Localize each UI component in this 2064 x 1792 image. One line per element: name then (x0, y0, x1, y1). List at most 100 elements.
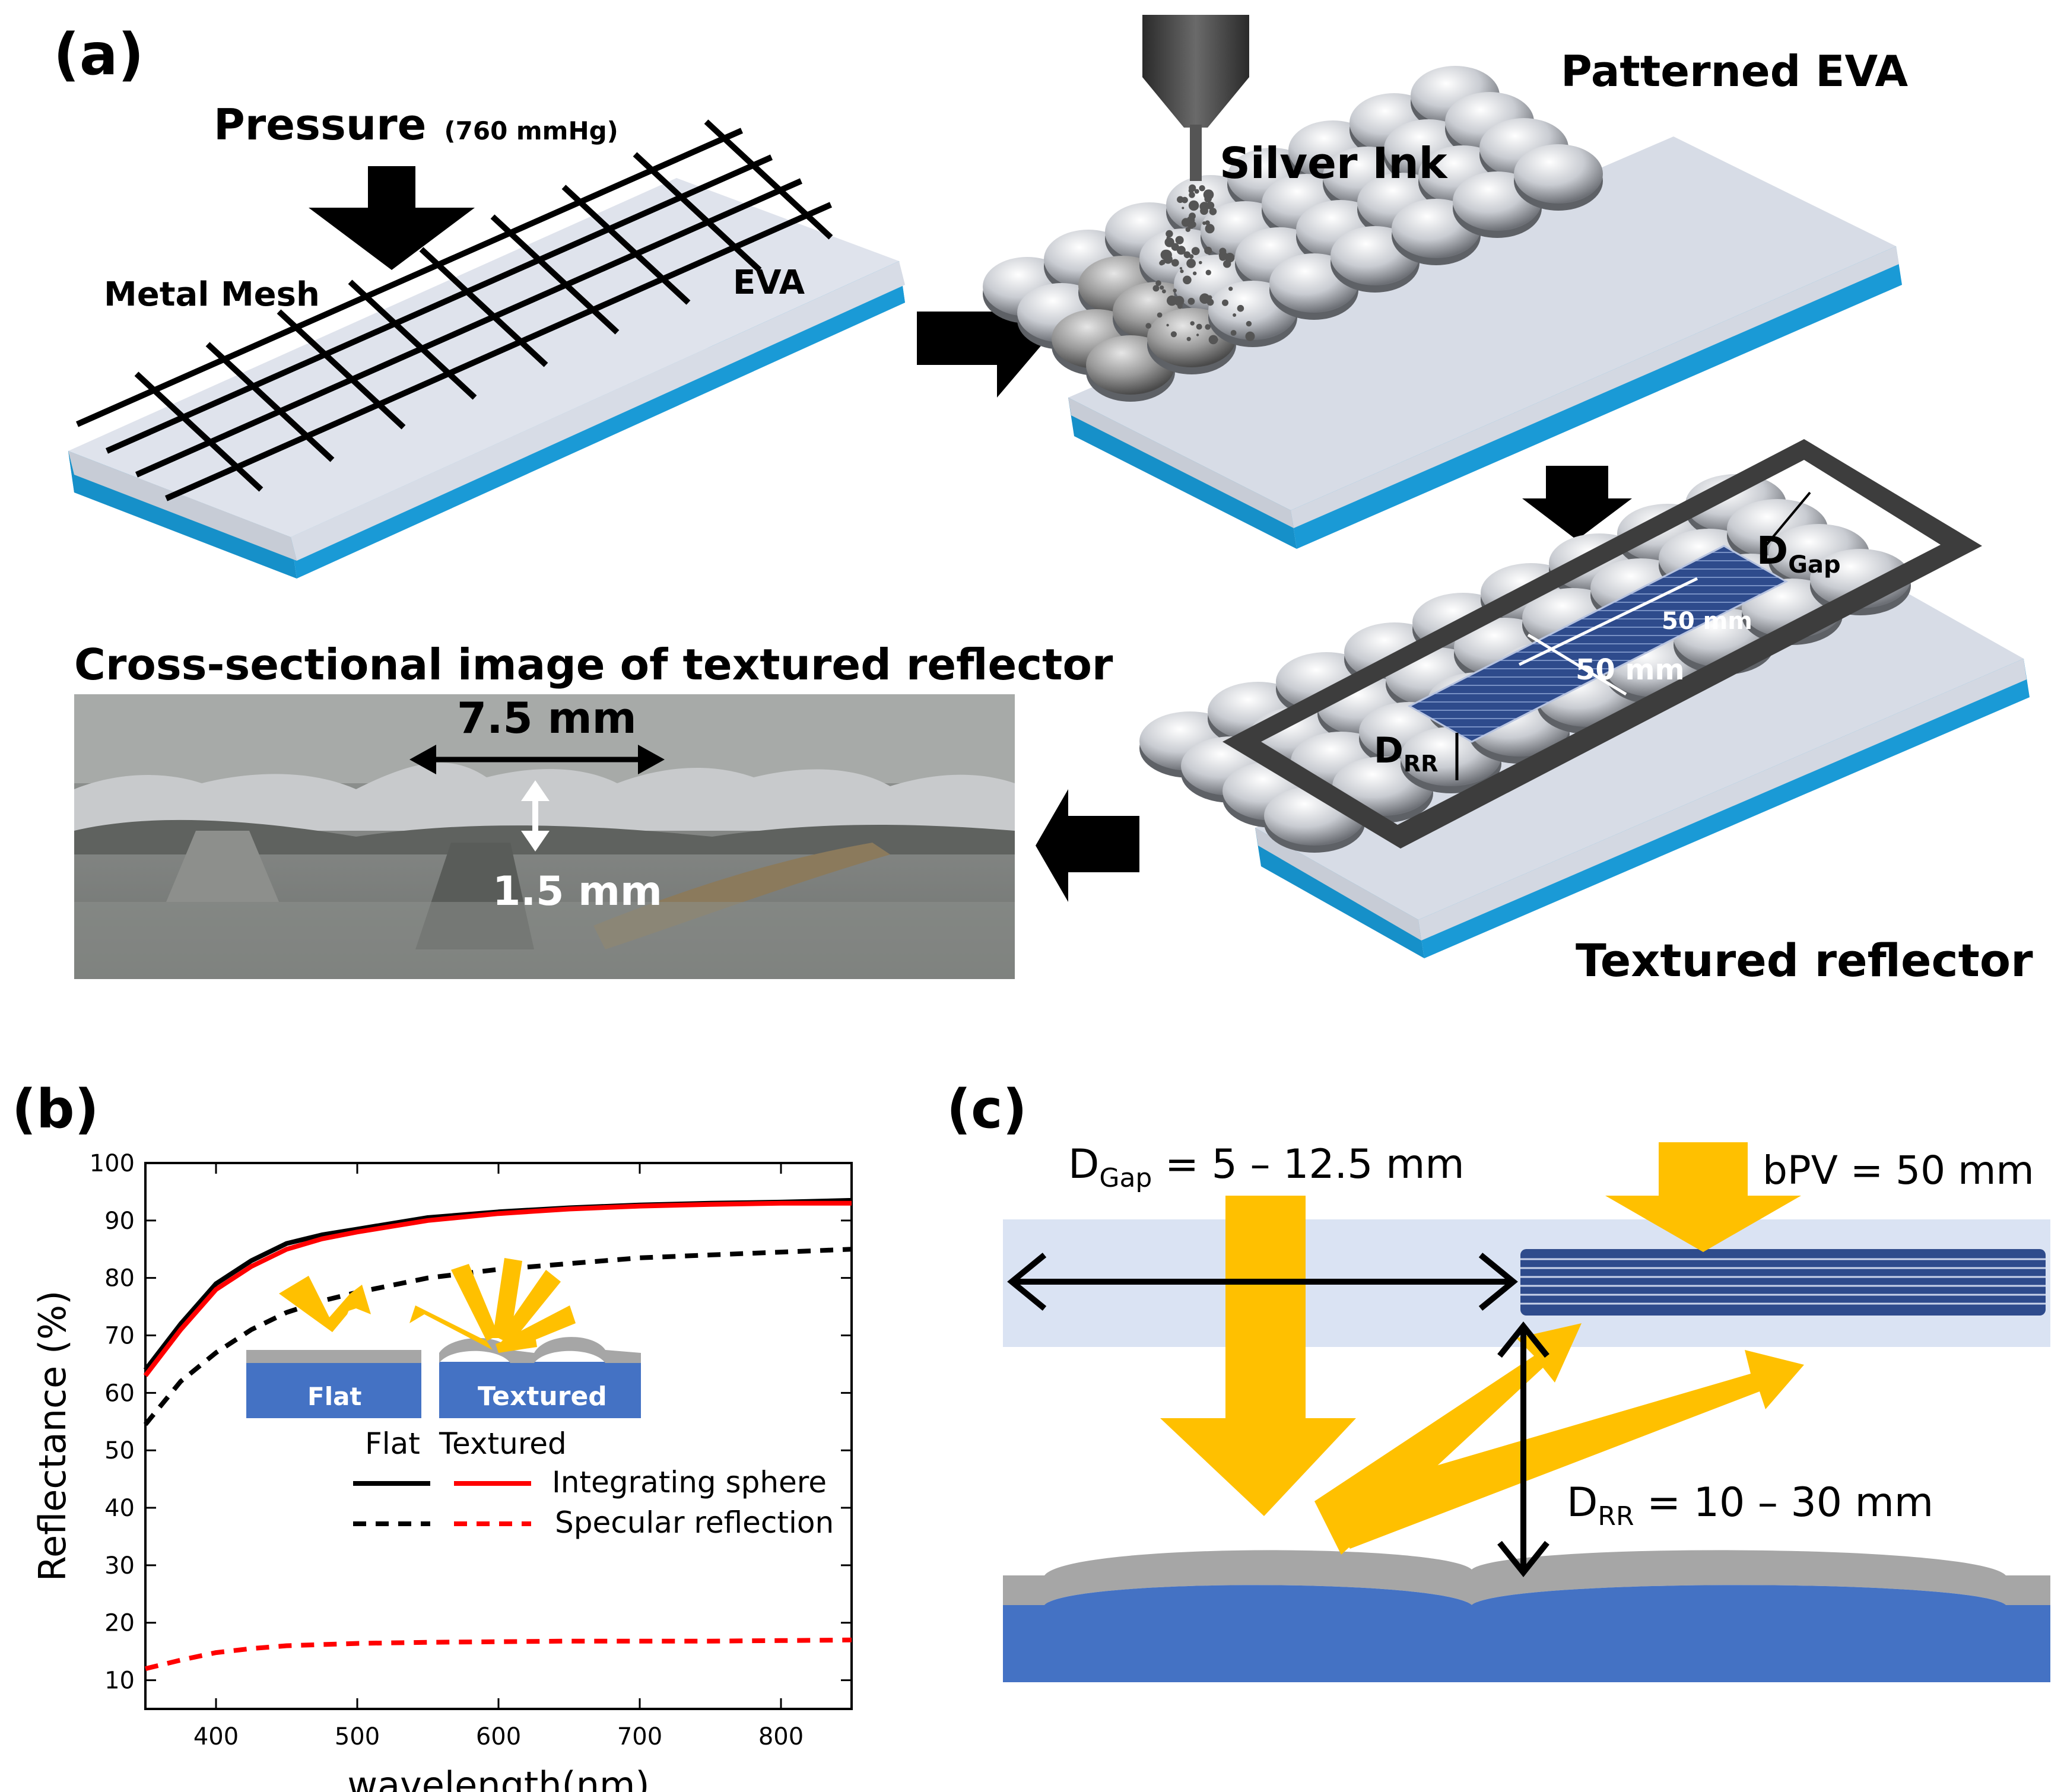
ink-droplet (1152, 285, 1160, 292)
ink-droplet (1167, 296, 1177, 306)
legend-flat: Flat (365, 1426, 420, 1461)
panel-c-label: (c) (947, 1078, 1027, 1140)
panel-a: (a) Pressure(760 mmHg) (53, 15, 2033, 987)
y-tick-label: 80 (104, 1265, 135, 1292)
ink-droplet (1185, 227, 1191, 232)
metal-mesh-label: Metal Mesh (104, 275, 320, 314)
process-arrow-3 (1036, 789, 1139, 902)
dim-50-middle: 50 mm (1576, 653, 1685, 687)
nozzle-icon (1142, 15, 1249, 181)
ink-droplet (1187, 222, 1195, 229)
ink-spray (1145, 184, 1255, 345)
y-tick-label: 10 (104, 1667, 135, 1695)
dome (1514, 144, 1603, 204)
dimension-7-5mm (409, 745, 665, 774)
dgap-label-a: DGap (1757, 529, 1841, 579)
ink-droplet (1190, 321, 1195, 326)
dgap-arrow-c (1007, 1253, 1518, 1311)
dgap-label-c: DGap = 5 – 12.5 mm (1068, 1141, 1465, 1193)
ink-droplet (1186, 336, 1191, 341)
reflector-substrate (1003, 1550, 2050, 1682)
legend-textured: Textured (439, 1426, 567, 1461)
x-tick-label: 800 (758, 1723, 804, 1750)
ink-droplet (1160, 259, 1166, 265)
ink-droplet (1180, 269, 1184, 274)
incident-arrow-bpv (1605, 1142, 1801, 1252)
ink-droplet (1171, 243, 1179, 251)
drr-label-c: DRR = 10 – 30 mm (1567, 1479, 1933, 1532)
dimension-7-5mm-label: 7.5 mm (457, 693, 637, 743)
inset-textured: Textured (409, 1258, 641, 1418)
inset-flat: Flat (246, 1276, 421, 1418)
ink-droplet (1160, 249, 1171, 260)
sunlight-arrows (1160, 1142, 1804, 1555)
process-arrow-2 (1522, 466, 1632, 540)
patterned-eva-slab (1068, 136, 1902, 549)
ink-droplet (1228, 287, 1233, 291)
ink-droplet (1170, 331, 1177, 338)
silver-ink-label: Silver Ink (1220, 138, 1449, 188)
ink-droplet (1185, 198, 1188, 202)
ink-droplet (1199, 185, 1205, 192)
incident-arrow-left (1160, 1196, 1356, 1516)
ink-droplet (1205, 220, 1210, 225)
ink-droplet (1246, 320, 1252, 327)
y-axis-label: Reflectance (%) (31, 1291, 74, 1582)
ink-droplet (1166, 236, 1170, 240)
ink-droplet (1194, 189, 1199, 194)
bpv-label: bPV = 50 mm (1763, 1148, 2034, 1193)
legend-specular: Specular reflection (555, 1505, 834, 1540)
ink-droplet (1230, 330, 1237, 336)
ink-droplet (1208, 335, 1218, 345)
ink-droplet (1160, 285, 1164, 290)
ink-droplet (1157, 312, 1163, 318)
dimension-arrows (1518, 577, 1698, 696)
ink-droplet (1233, 313, 1237, 317)
ink-droplet (1191, 247, 1200, 255)
ink-droplet (1196, 333, 1199, 336)
ink-droplet (1166, 230, 1173, 238)
legend-integrating: Integrating sphere (552, 1465, 827, 1499)
metal-mesh (75, 119, 833, 501)
ink-droplet (1183, 275, 1192, 285)
pressure-arrow (309, 166, 475, 270)
x-tick-label: 500 (335, 1723, 380, 1750)
y-tick-label: 40 (104, 1495, 135, 1522)
ink-droplet (1225, 253, 1235, 263)
y-tick-label: 20 (104, 1610, 135, 1637)
textured-reflector-label: Textured reflector (1576, 934, 2033, 987)
ink-droplet (1189, 192, 1195, 198)
y-tick-label: 50 (104, 1437, 135, 1464)
series-line (143, 1200, 852, 1377)
ink-droplet (1186, 259, 1196, 268)
panel-c: (c) (947, 1078, 2050, 1682)
dimension-1-5mm-label: 1.5 mm (493, 868, 662, 915)
ink-droplet (1199, 293, 1210, 304)
ink-droplet (1166, 323, 1169, 327)
ink-droplet (1189, 220, 1192, 223)
ink-droplet (1162, 289, 1166, 294)
ink-droplet (1173, 288, 1177, 293)
y-tick-label: 70 (104, 1323, 135, 1350)
dimension-1-5mm (521, 780, 550, 851)
ink-droplet (1205, 269, 1212, 275)
ink-droplet (1175, 236, 1184, 244)
ink-droplet (1199, 202, 1209, 212)
ink-droplet (1179, 267, 1183, 270)
ink-droplet (1145, 323, 1151, 329)
x-tick-label: 400 (193, 1723, 239, 1750)
ink-droplet (1176, 246, 1186, 255)
patterned-eva-label: Patterned EVA (1561, 46, 1908, 96)
eva-label: EVA (733, 263, 805, 302)
series-line (145, 1637, 852, 1672)
ink-droplet (1209, 208, 1217, 215)
y-tick-label: 90 (104, 1208, 135, 1235)
ink-droplet (1205, 224, 1215, 234)
drr-arrow-c (1497, 1321, 1549, 1578)
ink-droplet (1182, 206, 1185, 209)
dgap-arrow (1764, 491, 1811, 547)
panel-a-label: (a) (53, 21, 144, 88)
